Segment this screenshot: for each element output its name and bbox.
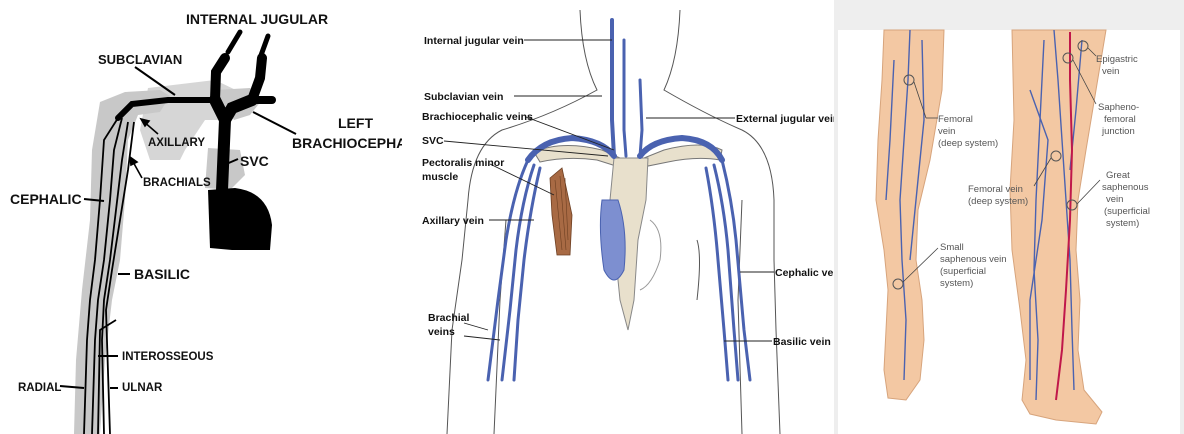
label-brachiocephalic: BRACHIOCEPHALIC bbox=[292, 135, 402, 151]
label-great-saphenous-1: Great bbox=[1106, 170, 1130, 181]
pectoralis-minor-muscle bbox=[550, 168, 572, 255]
label-interosseous: INTEROSSEOUS bbox=[122, 351, 214, 363]
label-subclavian: SUBCLAVIAN bbox=[98, 52, 182, 67]
label-internal-jugular-vein: Internal jugular vein bbox=[424, 35, 524, 47]
label-great-saphenous-2: saphenous bbox=[1102, 182, 1149, 193]
label-subclavian-vein: Subclavian vein bbox=[424, 91, 503, 103]
label-svc: SVC bbox=[422, 135, 444, 147]
label-epigastric-1: Epigastric bbox=[1096, 54, 1138, 65]
label-external-jugular-vein: External jugular vein bbox=[736, 113, 834, 125]
heart-outline bbox=[640, 220, 661, 290]
label-basilic: BASILIC bbox=[134, 266, 190, 282]
label-internal-jugular: INTERNAL JUGULAR bbox=[186, 11, 328, 27]
label-radial: RADIAL bbox=[18, 382, 61, 394]
label-svc: SVC bbox=[240, 153, 269, 169]
label-great-saphenous-5: system) bbox=[1106, 218, 1139, 229]
label-sfj-1: Sapheno- bbox=[1098, 102, 1139, 113]
label-femoral-vein-2: (deep system) bbox=[968, 196, 1028, 207]
label-sfj-3: junction bbox=[1101, 126, 1135, 137]
label-small-saphenous-3: (superficial bbox=[940, 266, 986, 277]
label-brachials: BRACHIALS bbox=[143, 177, 211, 189]
label-cephalic-vein: Cephalic vein bbox=[775, 267, 834, 279]
schematic-upper-limb-veins-panel: INTERNAL JUGULAR SUBCLAVIAN LEFT BRACHIO… bbox=[0, 0, 402, 434]
label-axillary: AXILLARY bbox=[148, 137, 205, 149]
label-small-saphenous-1: Small bbox=[940, 242, 964, 253]
label-ulnar: ULNAR bbox=[122, 382, 163, 394]
label-small-saphenous-2: saphenous vein bbox=[940, 254, 1007, 265]
panel2-leader-lines bbox=[444, 40, 774, 341]
label-muscle: muscle bbox=[422, 171, 458, 183]
label-brachial: Brachial bbox=[428, 312, 470, 324]
chest-arm-veins-panel: Internal jugular vein Subclavian vein Br… bbox=[402, 0, 834, 434]
label-epigastric-2: vein bbox=[1102, 66, 1119, 77]
label-femoral-3: (deep system) bbox=[938, 138, 998, 149]
label-femoral-1: Femoral bbox=[938, 114, 973, 125]
label-brachiocephalic-veins: Brachiocephalic veins bbox=[422, 111, 533, 123]
label-great-saphenous-3: vein bbox=[1106, 194, 1123, 205]
label-axillary-vein: Axillary vein bbox=[422, 215, 484, 227]
label-left: LEFT bbox=[338, 115, 373, 131]
label-sfj-2: femoral bbox=[1104, 114, 1136, 125]
label-pectoralis-minor: Pectoralis minor bbox=[422, 157, 504, 169]
label-veins: veins bbox=[428, 326, 455, 338]
label-basilic-vein: Basilic vein bbox=[773, 336, 831, 348]
svc-vessel bbox=[600, 200, 625, 280]
leg-veins-panel: Femoral vein (deep system) Femoral vein … bbox=[834, 0, 1184, 434]
label-femoral-vein-1: Femoral vein bbox=[968, 184, 1023, 195]
label-small-saphenous-4: system) bbox=[940, 278, 973, 289]
label-cephalic: CEPHALIC bbox=[10, 191, 82, 207]
heart-silhouette bbox=[208, 188, 272, 250]
label-great-saphenous-4: (superficial bbox=[1104, 206, 1150, 217]
label-femoral-2: vein bbox=[938, 126, 955, 137]
